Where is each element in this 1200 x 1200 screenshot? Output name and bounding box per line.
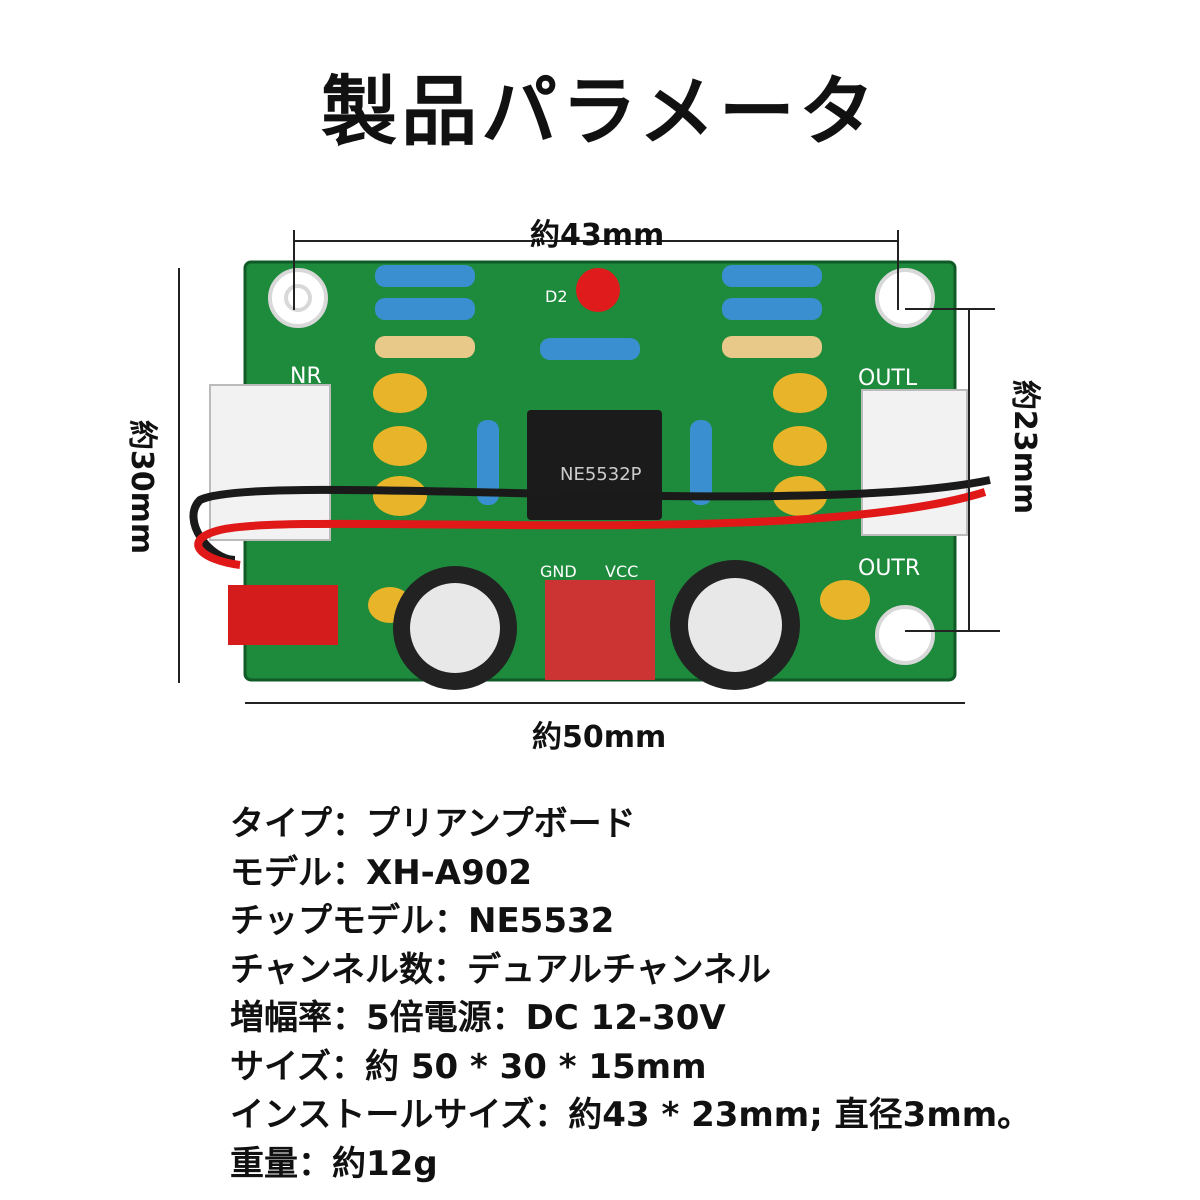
- wire-black: [189, 476, 991, 564]
- resistor-vertical-left: [477, 420, 499, 505]
- dimension-top-label: 約43mm: [530, 218, 665, 253]
- pcb-board-illustration: D2 NR OUTL OUTR NE5532P GND VCC: [189, 260, 991, 690]
- dimension-line-left: [178, 268, 180, 683]
- page-title: 製品パラメータ: [321, 67, 879, 156]
- label-outr: OUTR: [858, 556, 920, 581]
- label-outl: OUTL: [858, 366, 918, 391]
- spec-channels: チャンネル数：デュアルチャンネル: [230, 949, 771, 990]
- dimension-line-bottom: [245, 702, 965, 704]
- spec-model: モデル：XH-A902: [230, 852, 533, 893]
- label-gnd: GND: [540, 562, 577, 581]
- dimension-right-label: 約23mm: [1007, 379, 1042, 515]
- red-plug: [228, 585, 338, 645]
- resistors-top-left: [375, 265, 640, 360]
- label-vcc: VCC: [605, 562, 638, 581]
- led-d2: [576, 268, 620, 312]
- power-connector: [545, 580, 655, 680]
- resistor-vertical-right: [690, 420, 712, 505]
- dimension-line-top: [293, 240, 898, 242]
- wire-red: [194, 488, 987, 569]
- input-connector: [209, 384, 331, 541]
- spec-gain-power: 増幅率：5倍電源：DC 12-30V: [230, 998, 726, 1038]
- resistors-top-right: [722, 265, 822, 358]
- spec-chip-model: チップモデル：NE5532: [230, 901, 615, 941]
- spec-size: サイズ：約 50 * 30 * 15mm: [230, 1046, 707, 1087]
- ceramic-capacitors: [368, 373, 870, 623]
- mounting-holes: [268, 268, 935, 665]
- spec-weight: 重量：約12g: [230, 1143, 438, 1184]
- spec-type: タイプ：プリアンプボード: [230, 804, 636, 844]
- spec-list: タイプ：プリアンプボード モデル：XH-A902 チップモデル：NE5532 チ…: [230, 800, 1031, 1188]
- spec-install-size: インストールサイズ：約43 * 23mm; 直径3mm。: [230, 1095, 1032, 1135]
- dimension-bottom-label: 約50mm: [532, 720, 667, 755]
- label-d2: D2: [545, 287, 568, 306]
- dimension-line-right: [968, 308, 970, 630]
- dimension-left-label: 約30mm: [124, 419, 159, 555]
- chip-label: NE5532P: [560, 464, 642, 485]
- label-nr: NR: [290, 364, 322, 389]
